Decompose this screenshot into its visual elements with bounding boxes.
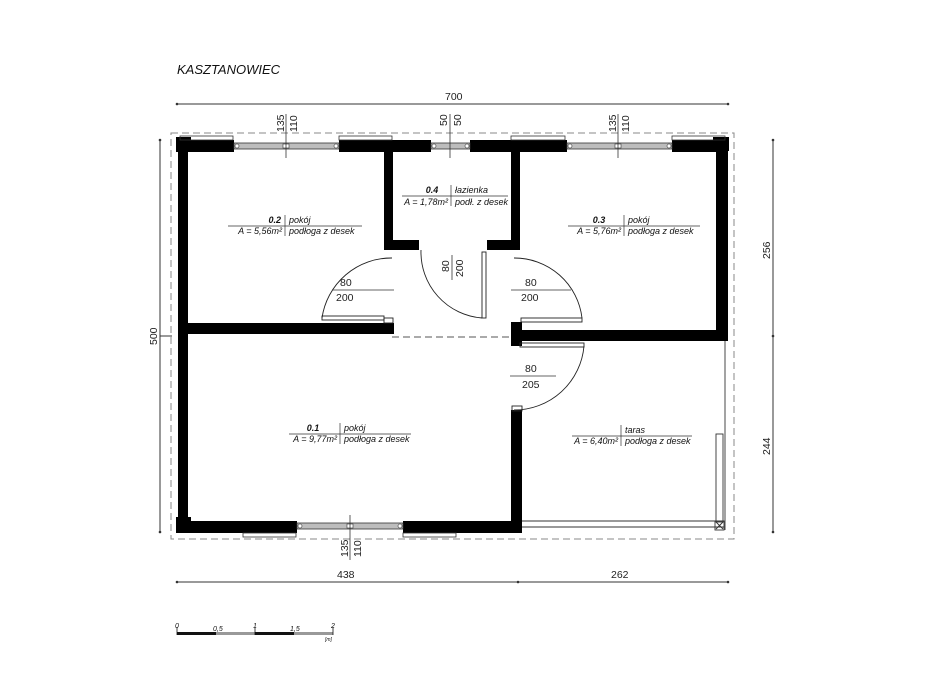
- door-dim-height: 205: [522, 379, 540, 391]
- door-terrace: 80 205: [510, 342, 585, 412]
- door-dim-width: 80: [340, 277, 352, 289]
- walls: [176, 137, 729, 533]
- door-dim-height: 200: [454, 259, 466, 277]
- scale-tick: 1,5: [290, 626, 300, 633]
- room-label-0-1: 0.1 pokój A = 9,77m² podłoga z desek: [289, 423, 411, 444]
- dimension-label-right: 262: [611, 569, 629, 581]
- door-dim-width: 80: [525, 277, 537, 289]
- room-number: 0.1: [307, 423, 320, 433]
- dimension-label: 700: [445, 91, 463, 103]
- room-name: pokój: [343, 423, 367, 433]
- sill-lines: [179, 135, 726, 538]
- room-number: 0.2: [268, 215, 281, 225]
- scale-unit: [m]: [324, 637, 333, 643]
- dimension-left-total: 500: [148, 138, 172, 534]
- terrace-railing: [522, 341, 726, 531]
- room-area: A = 6,40m²: [573, 436, 619, 446]
- room-area: A = 5,76m²: [576, 226, 622, 236]
- room-label-0-3: 0.3 pokój A = 5,76m² podłoga z desek: [568, 215, 700, 236]
- window-room1: 135 110: [296, 515, 404, 560]
- room-name: pokój: [288, 215, 312, 225]
- room-floor: podłoga z desek: [624, 436, 691, 446]
- room-name: pokój: [627, 215, 651, 225]
- dimension-right: 256 244: [761, 138, 775, 534]
- room-number: 0.3: [593, 215, 606, 225]
- window-dim-bottom: 110: [352, 540, 364, 557]
- room-floor: podłoga z desek: [343, 434, 410, 444]
- room-area: A = 1,78m²: [403, 197, 449, 207]
- room-label-0-2: 0.2 pokój A = 5,56m² podłoga z desek: [228, 215, 362, 236]
- room-area: A = 9,77m²: [292, 434, 338, 444]
- room-label-0-4: 0.4 łazienka A = 1,78m² podł. z desek: [402, 185, 509, 207]
- window-room2: 135 110: [233, 114, 340, 158]
- dimension-label: 500: [148, 327, 160, 345]
- dimension-top-total: 700: [175, 91, 730, 106]
- window-dim-top: 135: [275, 114, 287, 132]
- room-label-terrace: taras A = 6,40m² podłoga z desek: [572, 425, 692, 446]
- window-dim-top: 135: [339, 539, 351, 557]
- room-area: A = 5,56m²: [237, 226, 283, 236]
- window-dim-bottom: 110: [620, 115, 632, 132]
- scale-tick: 0,5: [213, 626, 223, 633]
- door-dim-width: 80: [525, 363, 537, 375]
- door-room2: 80 200: [321, 257, 394, 324]
- door-bathroom: 80 200: [420, 249, 487, 319]
- window-bathroom: 50 50: [430, 114, 471, 158]
- window-room3: 135 110: [566, 114, 673, 158]
- dimension-label-upper: 256: [761, 241, 773, 259]
- scale-tick: 0: [175, 623, 179, 630]
- dimension-bottom: 438 262: [175, 569, 730, 584]
- dimension-label-left: 438: [337, 569, 355, 581]
- room-number: 0.4: [426, 185, 439, 195]
- room-name: taras: [625, 425, 646, 435]
- window-dim-bottom: 110: [288, 115, 300, 132]
- roof-outline: [170, 132, 735, 540]
- door-room3: 80 200: [511, 257, 583, 323]
- room-floor: podł. z desek: [454, 197, 509, 207]
- room-name: łazienka: [455, 185, 488, 195]
- room-floor: podłoga z desek: [288, 226, 355, 236]
- plan-title: KASZTANOWIEC: [177, 62, 281, 77]
- dimension-label-lower: 244: [761, 437, 773, 455]
- scale-tick: 1: [253, 623, 257, 630]
- door-dim-height: 200: [336, 292, 354, 304]
- window-dim-bottom: 50: [452, 114, 464, 126]
- scale-bar: 0 0,5 1 1,5 2 [m]: [175, 623, 335, 643]
- window-dim-top: 50: [438, 114, 450, 126]
- scale-tick: 2: [330, 623, 335, 630]
- room-floor: podłoga z desek: [627, 226, 694, 236]
- door-dim-height: 200: [521, 292, 539, 304]
- door-dim-width: 80: [440, 260, 452, 272]
- window-dim-top: 135: [607, 114, 619, 132]
